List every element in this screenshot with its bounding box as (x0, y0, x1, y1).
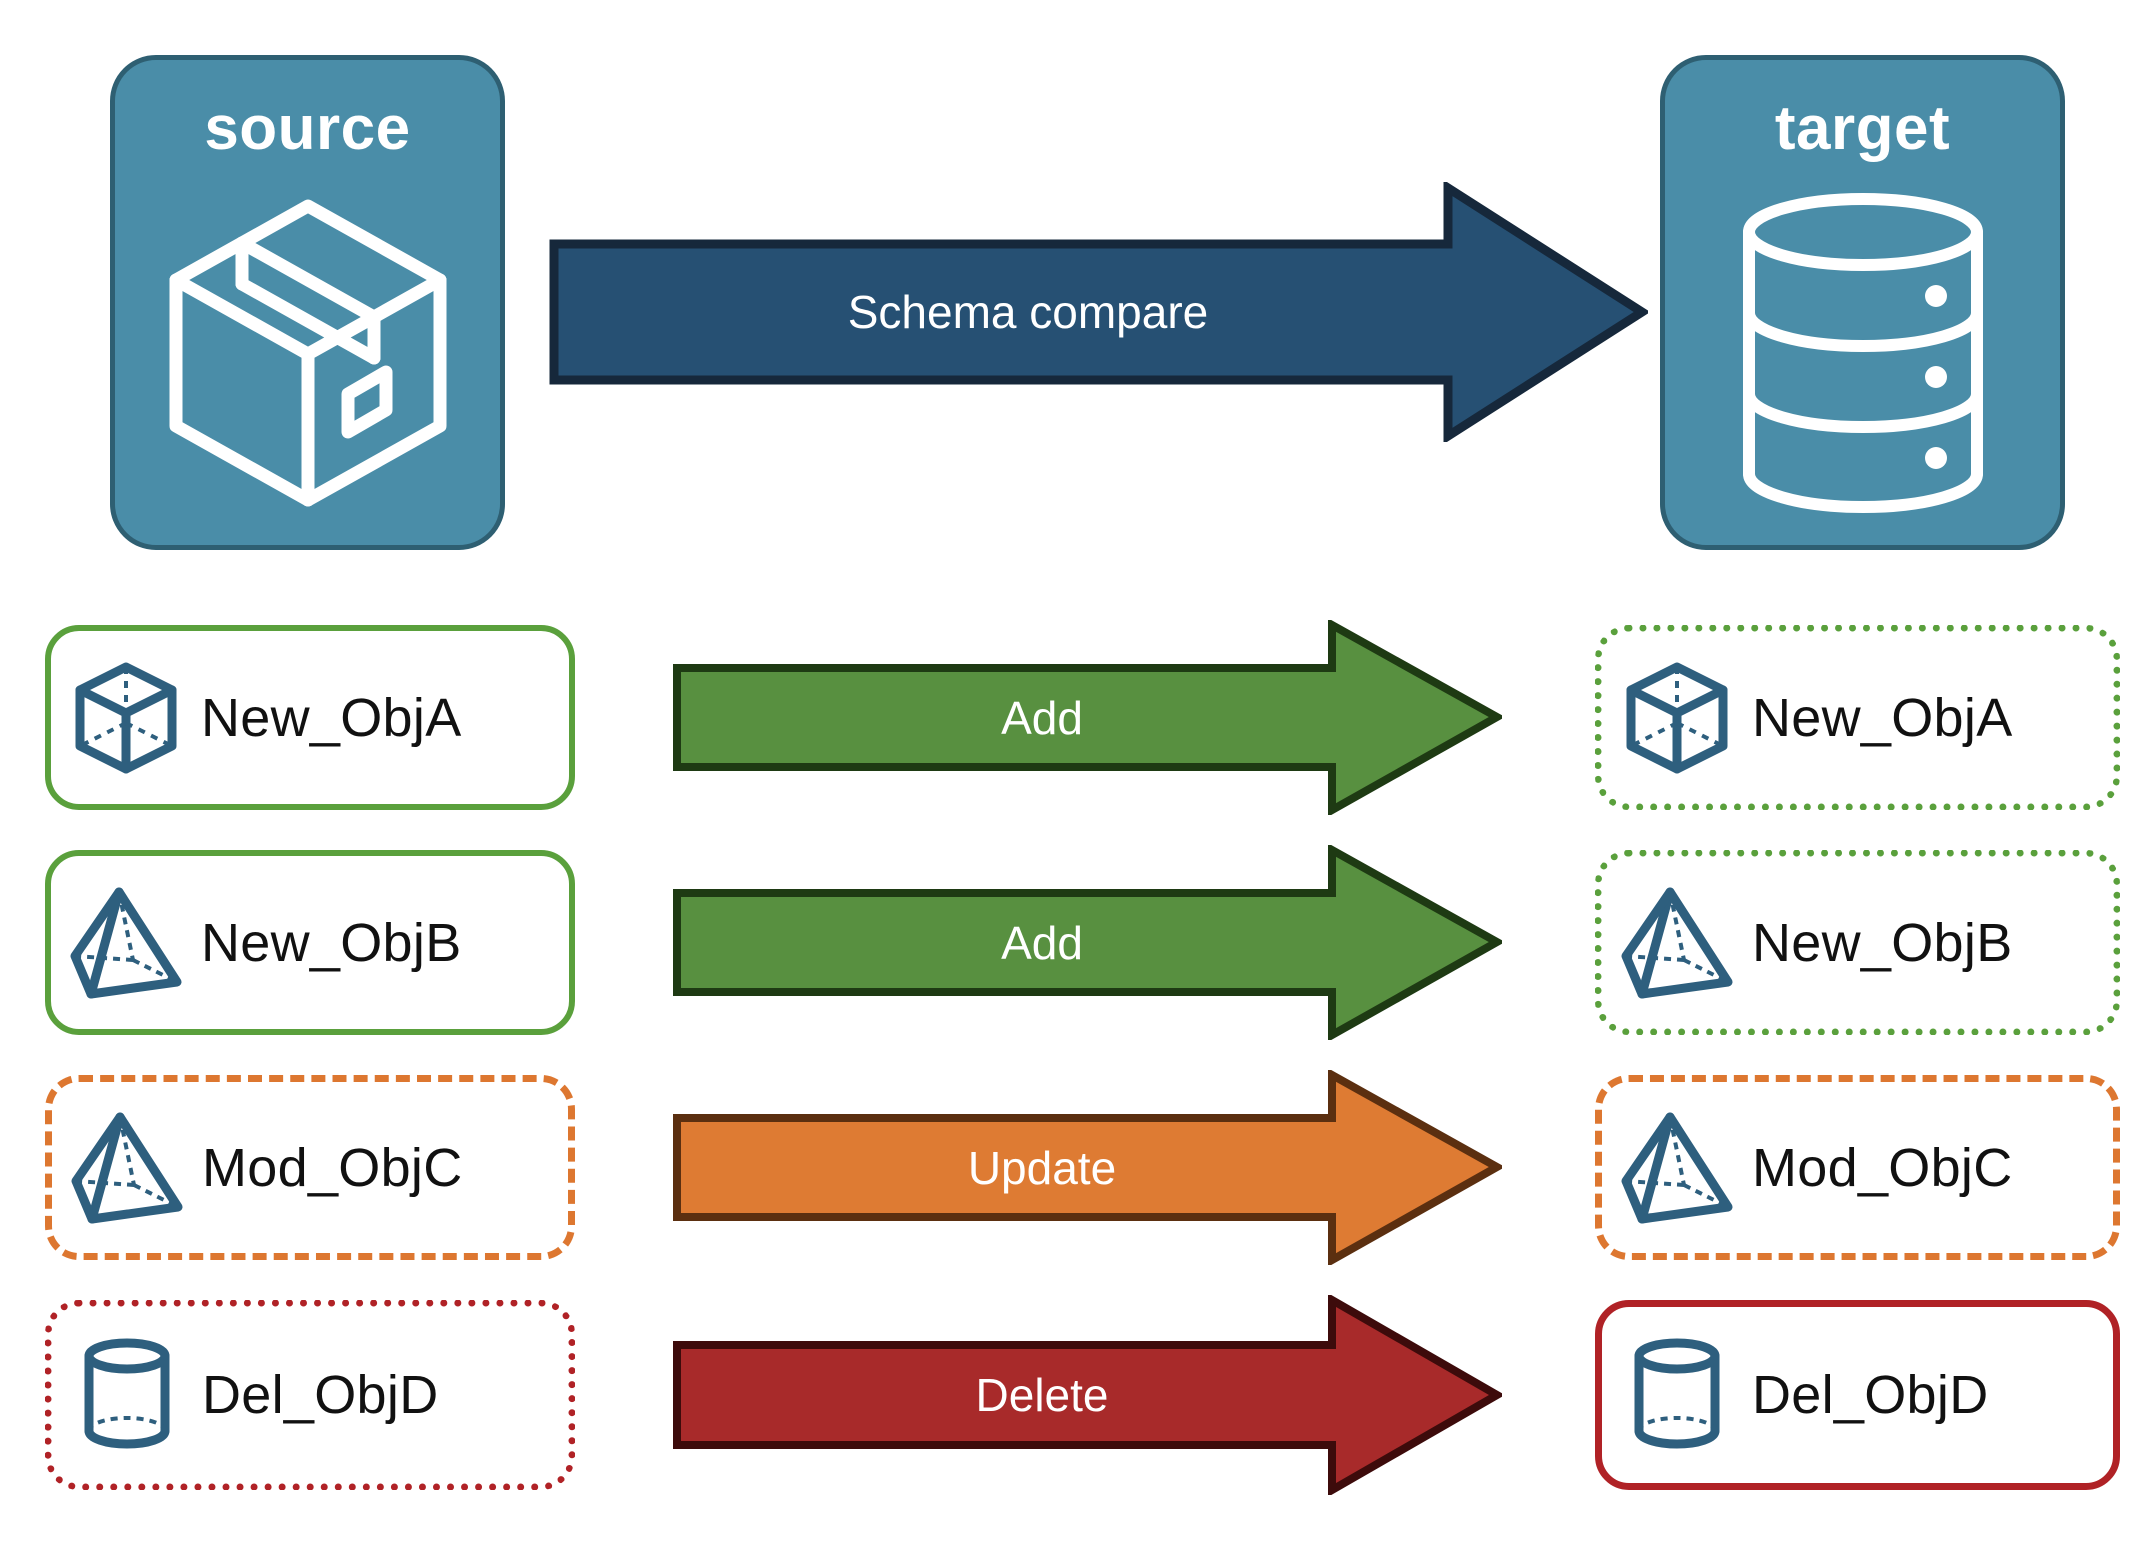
action-arrow-label-2: Add (1001, 916, 1083, 969)
source-title: source (204, 94, 411, 163)
action-arrow-label-3: Update (967, 1141, 1117, 1194)
source-object-label-1: New_ObjA (201, 687, 462, 748)
action-arrow-3: Update (672, 1068, 1506, 1267)
target-object-label-1: New_ObjA (1752, 687, 2013, 748)
target-object-box-4[interactable]: Del_ObjD (1595, 1300, 2120, 1490)
cube-wireframe-icon (51, 659, 201, 777)
pyramid-wireframe-icon (51, 884, 201, 1002)
source-object-label-2: New_ObjB (201, 912, 462, 973)
database-stack-icon (1665, 160, 2060, 545)
source-object-label-4: Del_ObjD (202, 1365, 439, 1425)
target-title: target (1774, 94, 1951, 163)
action-arrow-label-1: Add (1001, 691, 1083, 744)
pyramid-wireframe-icon (1602, 1109, 1752, 1227)
pyramid-wireframe-icon (1602, 884, 1752, 1002)
target-object-box-3[interactable]: Mod_ObjC (1595, 1075, 2120, 1260)
cube-wireframe-icon (1602, 659, 1752, 777)
source-object-box-1[interactable]: New_ObjA (45, 625, 575, 810)
pyramid-wireframe-icon (52, 1109, 202, 1227)
target-object-label-4: Del_ObjD (1752, 1365, 1989, 1425)
target-object-box-2[interactable]: New_ObjB (1595, 850, 2120, 1035)
action-arrow-label-4: Delete (975, 1369, 1109, 1421)
action-arrow-1: Add (672, 618, 1506, 817)
source-object-label-3: Mod_ObjC (202, 1137, 463, 1198)
action-arrow-2: Add (672, 843, 1506, 1042)
target-object-label-2: New_ObjB (1752, 912, 2013, 973)
source-object-box-3[interactable]: Mod_ObjC (45, 1075, 575, 1260)
target-object-box-1[interactable]: New_ObjA (1595, 625, 2120, 810)
right-arrow-icon (549, 179, 1651, 445)
target-object-label-3: Mod_ObjC (1752, 1137, 2013, 1198)
cylinder-wireframe-icon (52, 1336, 202, 1454)
schema-compare-arrow: Schema compare (548, 179, 1651, 445)
target-endpoint-card: target (1660, 55, 2065, 550)
source-endpoint-card: source (110, 55, 505, 550)
package-box-icon (115, 160, 500, 545)
cylinder-wireframe-icon (1602, 1336, 1752, 1454)
action-arrow-4: Delete (672, 1293, 1506, 1497)
source-object-box-2[interactable]: New_ObjB (45, 850, 575, 1035)
schema-compare-label: Schema compare (847, 286, 1209, 338)
source-object-box-4[interactable]: Del_ObjD (45, 1300, 575, 1490)
